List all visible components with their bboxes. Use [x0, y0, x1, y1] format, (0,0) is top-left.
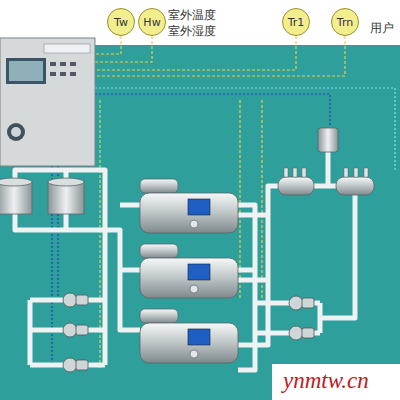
chiller-gauge	[190, 350, 198, 358]
chiller-body	[140, 323, 238, 363]
water-pipe	[326, 152, 331, 186]
annotation-label: 用户	[370, 20, 394, 37]
watermark-background	[272, 364, 400, 400]
pump-motor	[76, 295, 88, 305]
cabinet-button	[70, 72, 76, 76]
sensor-wire	[95, 36, 345, 76]
water-pipe	[268, 186, 280, 215]
header-nozzle	[284, 168, 288, 177]
pump-motor	[302, 298, 314, 308]
watermark: ynmtw.cn	[283, 368, 369, 394]
compressor	[140, 244, 178, 258]
control-cabinet	[0, 38, 95, 166]
pump-motor	[76, 360, 88, 370]
sensor-label: Tw	[114, 16, 128, 29]
header-nozzle	[344, 168, 348, 177]
water-pipe	[120, 268, 140, 273]
header-nozzle	[293, 168, 297, 177]
cabinet-switch	[11, 127, 21, 137]
pump	[63, 293, 77, 307]
chiller-body	[140, 193, 238, 233]
water-pipe	[238, 215, 268, 345]
chiller	[140, 309, 238, 363]
expansion-tank	[318, 128, 338, 152]
control-wire	[95, 88, 395, 170]
control-wire	[95, 94, 330, 125]
pump	[63, 323, 77, 337]
chiller-gauge	[190, 285, 198, 293]
sensor-label: Hw	[143, 16, 160, 29]
water-pipe	[320, 194, 355, 318]
pump	[63, 358, 77, 372]
cooling-tower	[48, 178, 84, 186]
control-wire	[261, 100, 262, 300]
sensor-label: Tr1	[288, 16, 305, 29]
annotation-label: 室外温度	[168, 7, 216, 24]
controller-screen	[6, 58, 46, 84]
pump	[289, 326, 303, 340]
cooling-tower	[0, 178, 32, 186]
chiller	[140, 179, 238, 233]
header-nozzle	[354, 168, 358, 177]
sensor-wire	[95, 36, 121, 54]
sensor-wire	[95, 36, 152, 62]
sensor-wire	[95, 36, 296, 70]
sensor-circle: Tr1	[282, 8, 310, 36]
chiller-body	[140, 258, 238, 298]
water-header	[278, 177, 314, 195]
header-nozzle	[302, 168, 306, 177]
chiller-gauge	[190, 220, 198, 228]
sensor-circle: Hw	[138, 8, 166, 36]
cabinet-button	[60, 72, 66, 76]
cabinet-button	[70, 62, 76, 66]
water-header	[336, 177, 374, 195]
sensor-circle: Tw	[107, 8, 135, 36]
cooling-tower	[48, 182, 84, 214]
water-pipe	[238, 278, 268, 283]
water-pipe	[15, 214, 140, 330]
chiller-panel	[188, 264, 210, 280]
water-pipe	[312, 184, 336, 189]
sensor-circle: Trn	[331, 8, 359, 36]
header-nozzle	[364, 168, 368, 177]
cabinet-button	[60, 62, 66, 66]
water-pipe	[238, 268, 255, 273]
cabinet-nameplate	[44, 44, 90, 53]
pump	[289, 296, 303, 310]
chiller-panel	[188, 329, 210, 345]
cabinet-button	[50, 72, 56, 76]
chiller-panel	[188, 199, 210, 215]
controller-display	[9, 61, 43, 81]
cabinet-button	[50, 62, 56, 66]
pump-motor	[302, 328, 314, 338]
pump-motor	[76, 325, 88, 335]
chiller	[140, 244, 238, 298]
compressor	[140, 179, 178, 193]
water-pipe	[64, 214, 69, 230]
sensor-label: Trn	[337, 16, 353, 29]
compressor	[140, 309, 178, 323]
annotation-label: 室外湿度	[168, 23, 216, 40]
water-pipe	[120, 203, 140, 208]
water-pipe	[28, 300, 33, 365]
cooling-tower	[0, 182, 32, 214]
cabinet-switch	[7, 123, 25, 141]
